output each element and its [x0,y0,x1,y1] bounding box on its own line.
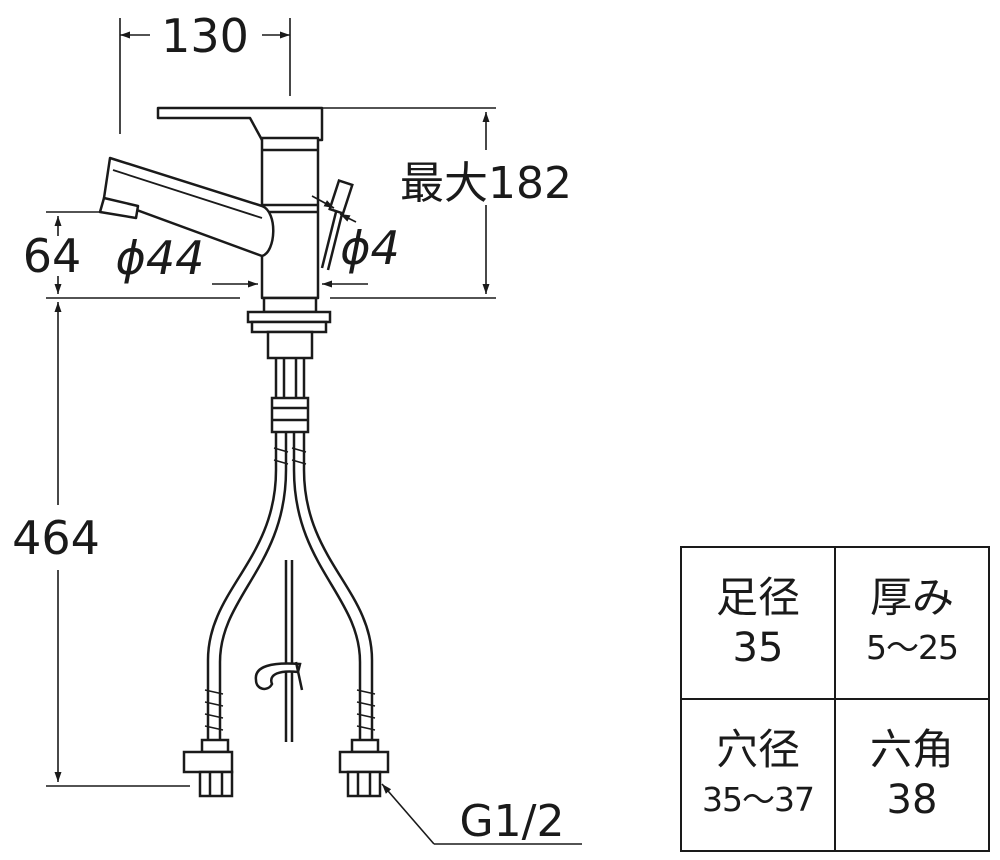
rod-diameter-dimension-label: ϕ4 [340,221,400,275]
spec-cell-hole-diameter: 穴径 35〜37 [680,698,836,852]
spec-label-thickness: 厚み [869,573,954,622]
spray-head [98,196,140,220]
hose-length-dimension-label: 464 [12,511,100,565]
popup-rod [320,178,354,271]
spec-value-thickness: 5〜25 [866,628,959,667]
spec-cell-hex: 六角 38 [834,698,990,852]
width-dimension-label: 130 [161,9,249,63]
spec-value-foot-diameter: 35 [732,625,784,671]
spout-height-dimension-label: 64 [23,229,82,283]
installation-spec-table: 足径 35 厚み 5〜25 穴径 35〜37 六角 38 [680,546,990,852]
hose-connectors [182,738,390,798]
drain-rod [254,560,304,742]
spec-label-hex: 六角 [869,725,954,774]
connection-thread-label: G1/2 [460,796,565,847]
spec-cell-foot-diameter: 足径 35 [680,546,836,700]
spec-label-foot-diameter: 足径 [715,573,800,622]
spec-value-hex: 38 [886,777,938,823]
spec-cell-thickness: 厚み 5〜25 [834,546,990,700]
faucet-body [98,106,324,300]
max-height-dimension-label: 最大182 [400,158,572,209]
supply-hoses [204,432,376,740]
mounting-base [246,296,332,434]
spout [102,156,275,258]
lever-handle [156,106,324,142]
spec-value-hole-diameter: 35〜37 [702,780,815,819]
spec-label-hole-diameter: 穴径 [715,725,800,774]
body-diameter-dimension-label: ϕ44 [116,231,205,285]
dimension-lines [46,18,582,845]
